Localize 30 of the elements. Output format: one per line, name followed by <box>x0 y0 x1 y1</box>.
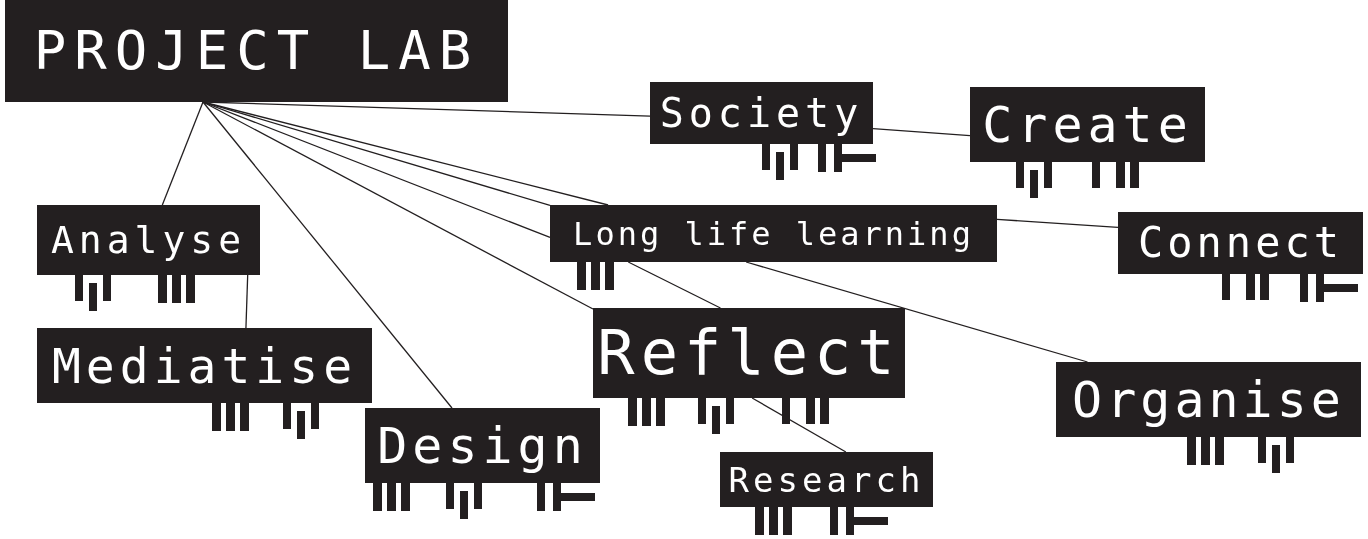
label-box <box>1118 212 1363 274</box>
connector-line <box>161 101 204 206</box>
label-box <box>365 408 600 483</box>
label-box <box>550 205 997 262</box>
connector-line <box>245 274 249 329</box>
node-label: PROJECT LAB <box>33 24 480 78</box>
node-label: Design <box>377 420 588 471</box>
node-label: Create <box>982 99 1193 150</box>
label-box <box>720 452 933 507</box>
node-label: Organise <box>1072 374 1345 425</box>
node-label: Research <box>728 462 925 497</box>
label-box <box>650 82 873 144</box>
connector-line <box>202 101 453 409</box>
label-box <box>1056 362 1361 437</box>
label-box <box>37 328 372 403</box>
label-box <box>970 87 1205 162</box>
connector-line <box>202 101 594 310</box>
connector-line <box>996 218 1119 228</box>
node-label: Connect <box>1138 222 1343 264</box>
label-box <box>5 0 508 102</box>
connector-line <box>745 261 1089 363</box>
connector-line <box>751 397 847 453</box>
label-box <box>37 205 260 275</box>
node-label: Reflect <box>597 322 901 384</box>
node-label: Analyse <box>50 221 247 259</box>
connector-line <box>872 128 971 137</box>
node-label: Long life learning <box>573 217 974 250</box>
label-box <box>593 308 905 398</box>
node-label: Mediatise <box>51 341 358 390</box>
connector-line <box>627 261 722 309</box>
